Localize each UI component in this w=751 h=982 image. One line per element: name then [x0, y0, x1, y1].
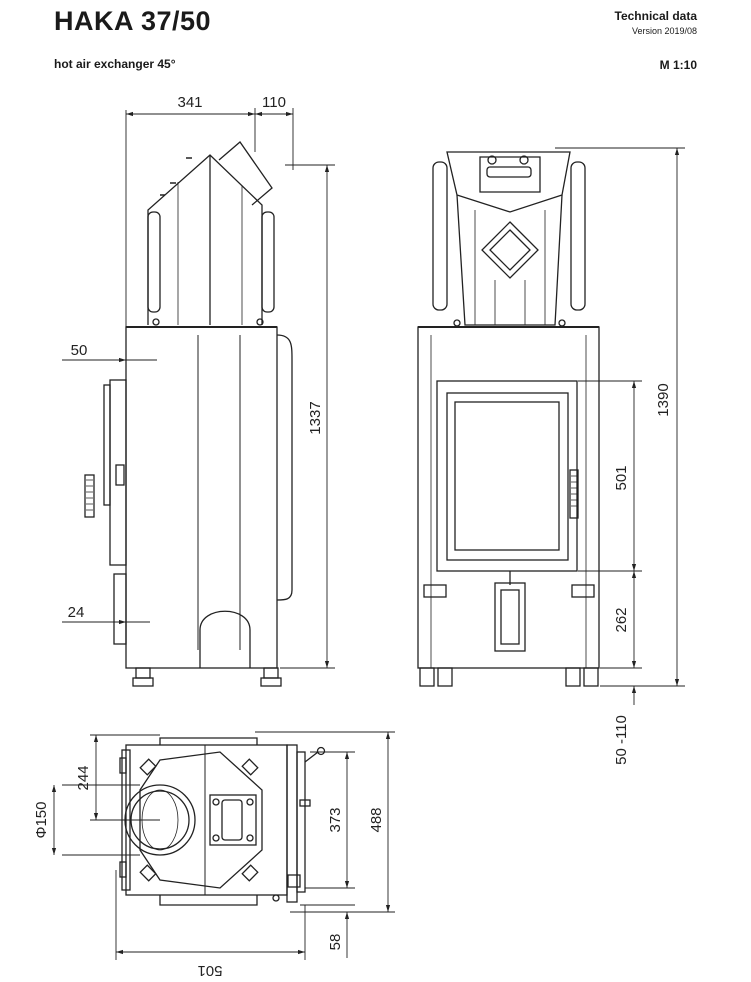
dim-label-262: 262	[613, 607, 630, 632]
dim-label-58: 58	[327, 934, 344, 951]
front-dimensions	[555, 147, 685, 705]
front-view	[417, 151, 600, 687]
product-title: HAKA 37/50	[54, 6, 212, 36]
scale-label: M 1:10	[659, 58, 697, 72]
dim-label-244: 244	[75, 765, 92, 790]
dim-label-501-glass: 501	[613, 465, 630, 490]
doc-type-label: Technical data	[614, 9, 697, 23]
plan-view	[119, 737, 326, 906]
dim-label-1390: 1390	[655, 383, 672, 416]
dim-label-373: 373	[327, 807, 344, 832]
dim-label-341: 341	[177, 94, 202, 111]
product-subtitle: hot air exchanger 45°	[54, 57, 176, 71]
dim-label-501-width: 501	[197, 962, 222, 979]
dim-label-1337: 1337	[307, 401, 324, 434]
plan-dimensions	[51, 731, 395, 960]
dim-label-488: 488	[368, 807, 385, 832]
dim-label-50-110: 50 -110	[613, 715, 630, 765]
dim-label-110: 110	[262, 94, 286, 111]
side-view	[84, 141, 293, 687]
dim-label-50: 50	[71, 342, 88, 359]
version-label: Version 2019/08	[631, 26, 697, 36]
dim-label-24: 24	[68, 604, 85, 621]
side-dimensions	[62, 108, 335, 669]
dim-label-diameter-150: Φ150	[33, 802, 50, 839]
